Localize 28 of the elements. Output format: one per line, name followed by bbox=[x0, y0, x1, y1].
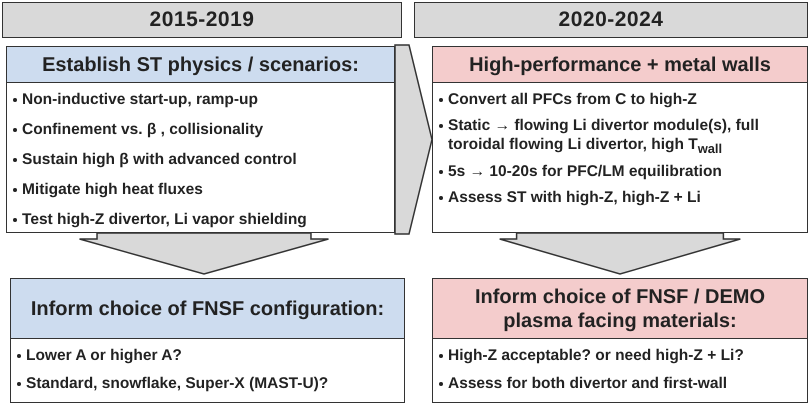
bullet-text: High-Z acceptable? or need high-Z + Li? bbox=[448, 346, 744, 365]
bullet-text: Mitigate high heat fluxes bbox=[22, 180, 203, 199]
content-box bbox=[432, 46, 808, 233]
content-box bbox=[6, 46, 395, 233]
bullet-text: Confinement vs. β , collisionality bbox=[22, 120, 264, 139]
period-label: 2020-2024 bbox=[558, 8, 664, 32]
box-heading: Inform choice of FNSF configuration: bbox=[11, 279, 404, 339]
block-arrow bbox=[78, 232, 330, 275]
bullet-text: Standard, snowflake, Super-X (MAST-U)? bbox=[26, 374, 328, 393]
block-arrow bbox=[498, 232, 742, 275]
box-heading: Inform choice of FNSF / DEMO plasma facing materials: bbox=[433, 279, 807, 339]
bullet-text: Assess ST with high-Z, high-Z + Li bbox=[448, 188, 701, 208]
box-heading: High-performance + metal walls bbox=[433, 47, 807, 83]
bullet-text: Test high-Z divertor, Li vapor shielding bbox=[22, 210, 307, 229]
bullet-text: 5s → 10-20s for PFC/LM equilibration bbox=[448, 162, 722, 182]
period-header-box bbox=[414, 2, 808, 38]
content-box bbox=[10, 278, 405, 403]
period-header-box bbox=[2, 2, 402, 38]
bullet-text: Assess for both divertor and first-wall bbox=[448, 374, 728, 393]
block-arrow bbox=[394, 44, 433, 235]
bullet-text: Sustain high β with advanced control bbox=[22, 150, 297, 169]
bullet-text: Static → flowing Li divertor module(s), full toroidal flowing Li divertor, high T$_{wall}$ bbox=[448, 116, 760, 158]
content-box bbox=[432, 278, 808, 403]
bullet-text: Lower A or higher A? bbox=[26, 346, 182, 365]
box-heading: Establish ST physics / scenarios: bbox=[7, 47, 394, 83]
bullet-text: Convert all PFCs from C to high-Z bbox=[448, 90, 697, 109]
period-label: 2015-2019 bbox=[150, 8, 254, 32]
bullet-text: Non-inductive start-up, ramp-up bbox=[22, 90, 258, 109]
